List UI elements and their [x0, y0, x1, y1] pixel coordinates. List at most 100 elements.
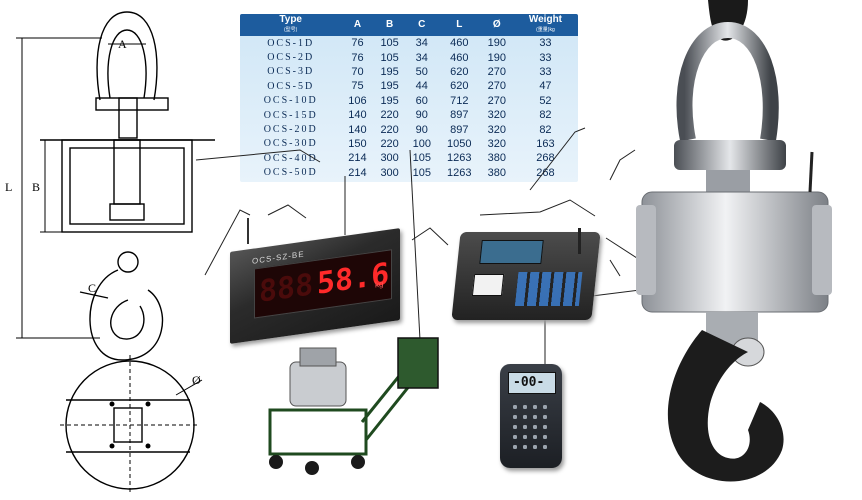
table-row: OCS-30D 150 220 100 1050 320 163 — [240, 137, 578, 151]
cell-c: 34 — [415, 37, 428, 50]
cell-c: 34 — [415, 51, 428, 64]
crane-scale-photo — [636, 0, 832, 482]
cell-weight: 33 — [539, 65, 552, 78]
cell-type: OCS-20D — [263, 124, 318, 136]
cell-c: 105 — [412, 152, 431, 165]
cell-weight: 268 — [536, 152, 555, 165]
unit-label: kg — [375, 279, 384, 290]
cell-type: OCS-50D — [263, 167, 318, 179]
cell-type: OCS-1D — [267, 37, 315, 49]
cell-diameter: 270 — [487, 65, 506, 78]
indicator-antenna — [578, 228, 581, 254]
cell-a: 75 — [351, 80, 364, 93]
cell-weight: 163 — [536, 137, 555, 150]
header-c: C — [418, 19, 426, 30]
cell-type: OCS-30D — [263, 138, 318, 150]
dimension-label-l: L — [5, 180, 13, 194]
cell-c: 90 — [415, 109, 428, 122]
cell-type: OCS-40D — [263, 152, 318, 164]
cell-b: 105 — [380, 37, 399, 50]
cell-l: 1263 — [447, 166, 472, 179]
header-a: A — [353, 19, 362, 30]
cell-type: OCS-10D — [263, 95, 318, 107]
header-weight-sub: (重量)kg — [536, 27, 555, 33]
cell-diameter: 380 — [487, 152, 506, 165]
cell-c: 44 — [415, 80, 428, 93]
cell-l: 712 — [450, 94, 469, 107]
header-diameter: Ø — [492, 19, 501, 30]
handheld-reading: -00- — [513, 375, 545, 390]
cell-a: 214 — [348, 166, 367, 179]
table-row: OCS-20D 140 220 90 897 320 82 — [240, 122, 578, 136]
led-ghost-digits: 888 — [259, 267, 314, 310]
spec-table-header: Type(型号) A B C L Ø Weight(重量)kg — [240, 14, 578, 36]
cell-c: 105 — [412, 166, 431, 179]
cell-b: 105 — [380, 51, 399, 64]
cell-c: 100 — [412, 137, 431, 150]
header-b: B — [386, 19, 394, 30]
handheld-indicator: -00- — [500, 364, 562, 468]
cell-weight: 82 — [539, 123, 552, 136]
dimension-label-a: A — [118, 37, 127, 51]
cell-diameter: 320 — [487, 137, 506, 150]
cell-b: 220 — [380, 123, 399, 136]
dimension-label-diameter: Ø — [192, 373, 201, 387]
cell-weight: 33 — [539, 51, 552, 64]
table-row: OCS-1D 76 105 34 460 190 33 — [240, 36, 578, 50]
cell-weight: 33 — [539, 37, 552, 50]
cell-l: 1263 — [447, 152, 472, 165]
cell-b: 220 — [380, 137, 399, 150]
dimension-label-c: C — [88, 281, 97, 295]
cell-b: 195 — [380, 80, 399, 93]
cell-b: 220 — [380, 109, 399, 122]
cell-a: 140 — [348, 123, 367, 136]
cell-diameter: 320 — [487, 123, 506, 136]
cell-diameter: 190 — [487, 51, 506, 64]
cell-diameter: 320 — [487, 109, 506, 122]
cell-a: 76 — [351, 51, 364, 64]
cell-c: 90 — [415, 123, 428, 136]
cell-diameter: 190 — [487, 37, 506, 50]
dimension-label-b: B — [32, 180, 41, 194]
header-type-sub: (型号) — [284, 27, 298, 33]
cell-diameter: 270 — [487, 94, 506, 107]
cell-a: 76 — [351, 37, 364, 50]
cell-l: 460 — [450, 51, 469, 64]
display-antenna — [247, 218, 249, 244]
cell-a: 150 — [348, 137, 367, 150]
cell-l: 897 — [450, 123, 469, 136]
cell-b: 195 — [380, 94, 399, 107]
cell-l: 460 — [450, 37, 469, 50]
handheld-keypad — [510, 402, 552, 452]
cell-diameter: 270 — [487, 80, 506, 93]
cell-b: 300 — [380, 166, 399, 179]
trolley-scale — [268, 337, 439, 475]
header-type: Type — [279, 14, 302, 25]
cell-b: 300 — [380, 152, 399, 165]
cell-a: 140 — [348, 109, 367, 122]
indicator-keypad — [514, 272, 583, 306]
crane-scale-drawing — [16, 11, 215, 495]
handheld-lcd: -00- — [508, 372, 556, 394]
cell-l: 620 — [450, 65, 469, 78]
cell-type: OCS-5D — [267, 80, 315, 92]
indicator-printer — [471, 274, 505, 296]
cell-diameter: 380 — [487, 166, 506, 179]
cell-c: 60 — [415, 94, 428, 107]
cell-b: 195 — [380, 65, 399, 78]
cell-l: 1050 — [447, 137, 472, 150]
table-row: OCS-2D 76 105 34 460 190 33 — [240, 50, 578, 64]
cell-type: OCS-2D — [267, 52, 315, 64]
indicator-lcd — [479, 240, 544, 264]
cell-weight: 82 — [539, 109, 552, 122]
cell-type: OCS-3D — [267, 66, 315, 78]
cell-weight: 47 — [539, 80, 552, 93]
header-weight: Weight — [528, 14, 563, 25]
cell-type: OCS-15D — [263, 109, 318, 121]
